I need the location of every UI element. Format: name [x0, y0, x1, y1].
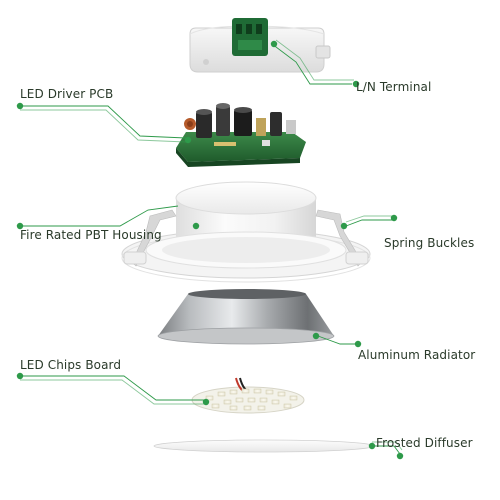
callout-driver — [20, 105, 187, 143]
dot-housing-start — [16, 222, 24, 230]
callout-radiator — [317, 335, 356, 345]
callout-diffuser — [372, 441, 403, 455]
callout-terminal — [271, 39, 354, 85]
chips-board-part — [191, 377, 305, 414]
diffuser-part — [153, 439, 375, 453]
callout-chips — [20, 375, 206, 405]
callout-housing — [20, 205, 179, 227]
dot-diffuser-inner — [368, 442, 376, 450]
label-ln-terminal: L/N Terminal — [356, 80, 432, 94]
terminal-block-part — [189, 18, 331, 73]
dot-terminal-outer — [352, 80, 360, 88]
dot-radiator-outer — [354, 340, 362, 348]
label-led-driver-pcb: LED Driver PCB — [20, 87, 114, 101]
label-spring-buckles: Spring Buckles — [384, 236, 475, 250]
driver-pcb-part — [176, 103, 306, 167]
callout-lines — [20, 39, 403, 455]
dot-chips-start — [16, 372, 24, 380]
dot-diffuser-outer — [396, 452, 404, 460]
label-led-chips-board: LED Chips Board — [20, 358, 122, 372]
label-pbt-housing: Fire Rated PBT Housing — [20, 228, 162, 242]
radiator-part — [157, 289, 335, 345]
callout-dots — [16, 40, 404, 460]
housing-part — [121, 181, 371, 283]
callout-buckles — [345, 215, 394, 227]
dot-chips-end — [202, 398, 210, 406]
dot-driver-end — [184, 136, 192, 144]
dot-buckles-end — [340, 222, 348, 230]
dot-buckles-start — [390, 214, 398, 222]
dot-driver-start — [16, 102, 24, 110]
dot-terminal-inner — [270, 40, 278, 48]
dot-radiator-inner — [312, 332, 320, 340]
label-frosted-diffuser: Frosted Diffuser — [376, 436, 473, 450]
label-aluminum-radiator: Aluminum Radiator — [358, 348, 476, 362]
dot-housing-end — [192, 222, 200, 230]
